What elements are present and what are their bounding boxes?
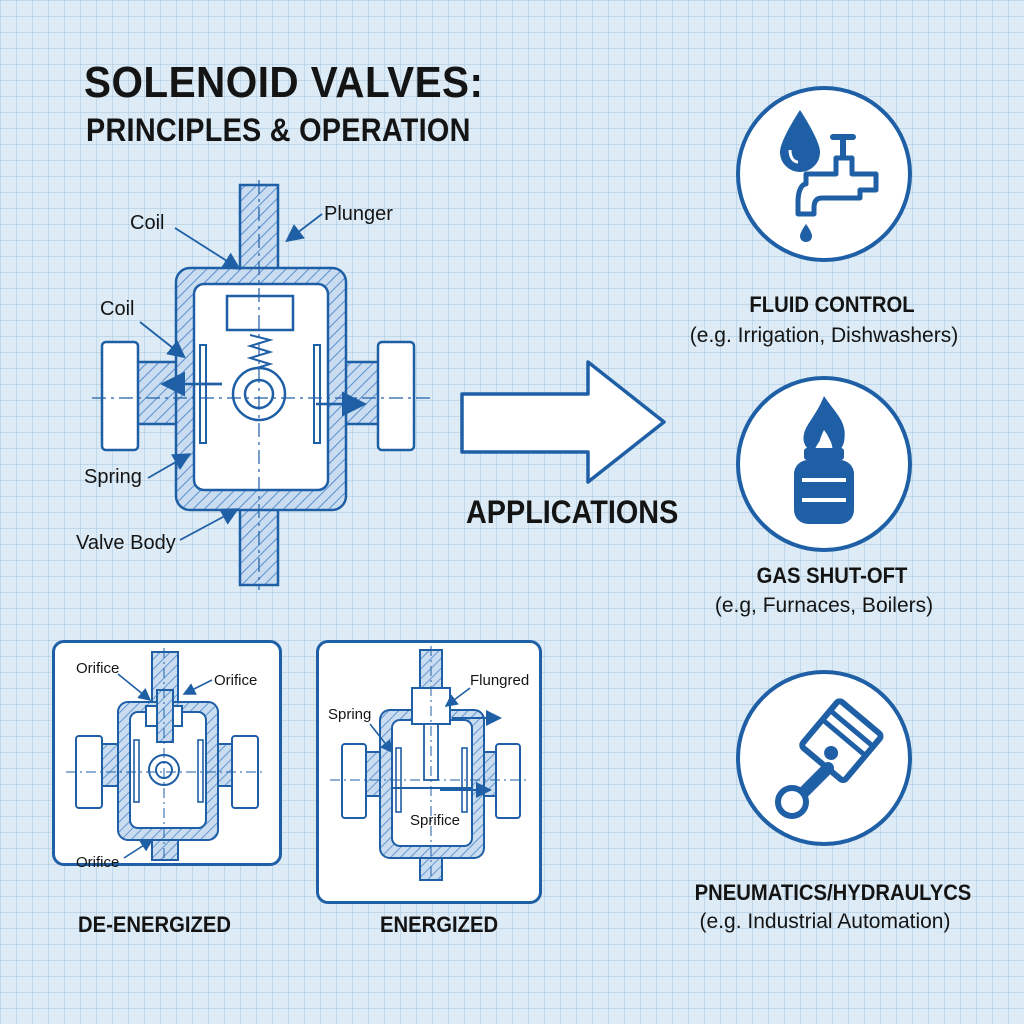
label-coil-top: Coil — [130, 212, 165, 234]
app-title-gas-shutoff: GAS SHUT-OFT — [756, 563, 908, 588]
app-subtitle-fluid-control: (e.g. Irrigation, Dishwashers) — [689, 324, 959, 347]
app-title-pneumatics: PNEUMATICS/HYDRAULYCS — [694, 880, 972, 905]
label-orifice-left: Orifice — [76, 660, 120, 677]
label-spring: Spring — [84, 466, 142, 488]
gas-shutoff-icon-circle — [736, 376, 912, 552]
pneumatics-icon-circle — [736, 670, 912, 846]
label-orifice-right: Orifice — [214, 672, 258, 689]
applications-heading: APPLICATIONS — [466, 494, 679, 530]
app-title-fluid-control: FLUID CONTROL — [749, 292, 915, 317]
gas-flame-icon — [794, 396, 854, 524]
page-subtitle: PRINCIPLES & OPERATION — [86, 112, 471, 148]
energized-caption: ENERGIZED — [380, 912, 499, 937]
fluid-control-icon-circle — [736, 86, 912, 262]
label-flunged: Flungred — [470, 672, 530, 689]
label-sprifice: Sprifice — [410, 812, 461, 829]
app-subtitle-pneumatics: (e.g. Industrial Automation) — [699, 910, 951, 933]
deenergized-caption: DE-ENERGIZED — [78, 912, 231, 937]
label-orifice-bottom: Orifice — [76, 854, 120, 871]
app-subtitle-gas-shutoff: (e.g, Furnaces, Boilers) — [714, 594, 934, 617]
piston-icon — [775, 698, 884, 819]
page-title: SOLENOID VALVES: — [84, 58, 484, 107]
label-valve-body: Valve Body — [76, 532, 176, 554]
label-plunger: Plunger — [324, 203, 393, 225]
faucet-drop-icon — [780, 110, 879, 242]
label-coil-side: Coil — [100, 298, 135, 320]
label-energized-spring: Spring — [328, 706, 372, 723]
